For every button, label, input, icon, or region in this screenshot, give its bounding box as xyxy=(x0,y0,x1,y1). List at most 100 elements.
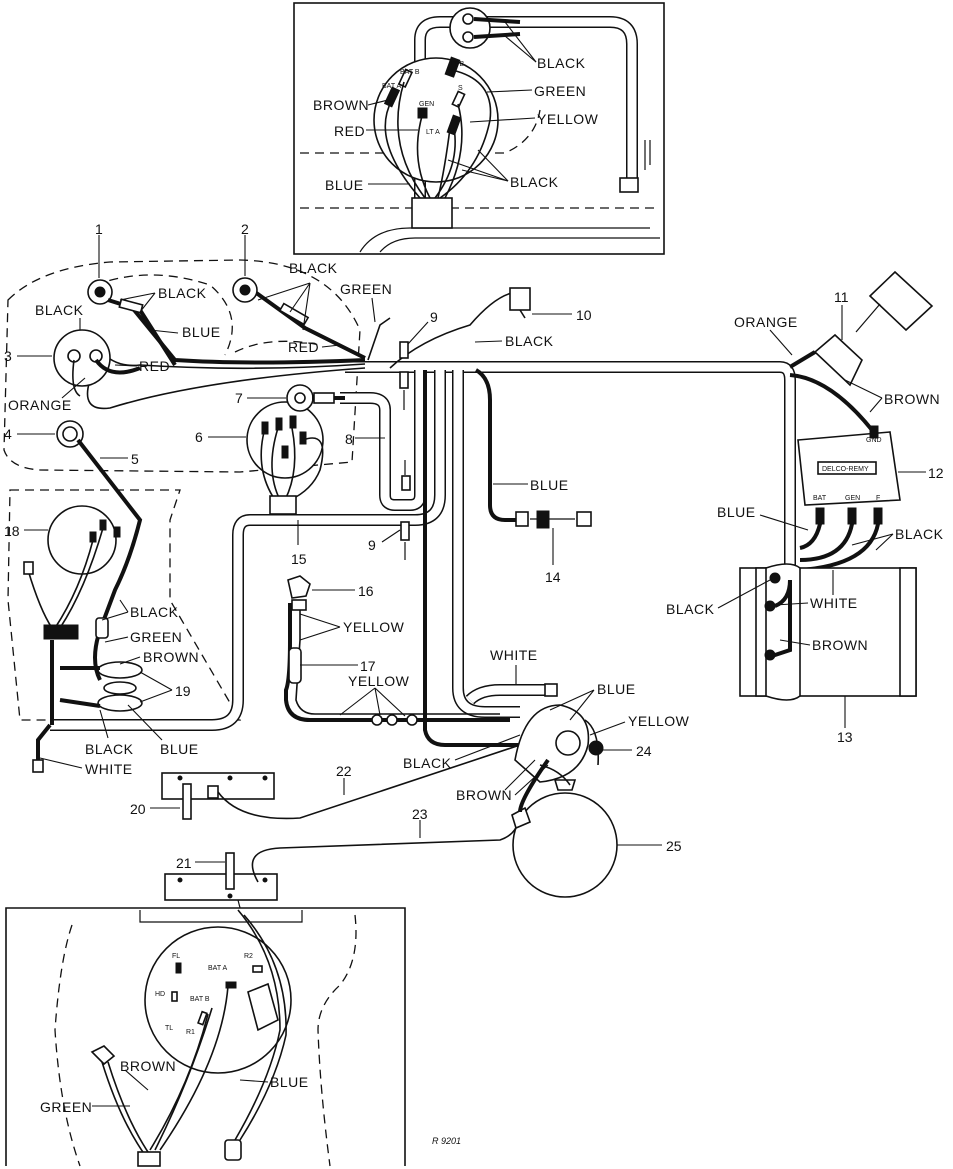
callout-22: 22 xyxy=(336,763,352,779)
terminal-gen: GEN xyxy=(419,101,434,108)
terminal-bata-bottom: BAT A xyxy=(208,965,228,972)
label-c18-blue-low: BLUE xyxy=(160,741,199,757)
callout-3: 3 xyxy=(4,348,12,364)
component-21-strip xyxy=(164,821,519,946)
component-24-relay xyxy=(514,704,604,783)
label-c24-blue: BLUE xyxy=(597,681,636,697)
terminal-batb: BAT B xyxy=(400,69,420,76)
callout-21: 21 xyxy=(176,855,192,871)
terminal-s: S xyxy=(458,85,463,92)
label-c11-orange: ORANGE xyxy=(734,314,798,330)
terminal-tl: TL xyxy=(165,1025,173,1032)
callout-9-upper: 9 xyxy=(430,309,438,325)
component-4-button xyxy=(56,420,143,681)
label-c24-black: BLACK xyxy=(403,755,452,771)
label-c2-green: GREEN xyxy=(340,281,392,297)
label-c12-blue: BLUE xyxy=(717,504,756,520)
label-bottom-blue: BLUE xyxy=(270,1074,309,1090)
regulator-gen: GEN xyxy=(845,495,860,502)
callout-1: 1 xyxy=(95,221,103,237)
label-c24-yellow: YELLOW xyxy=(628,713,690,729)
component-3-gauge xyxy=(53,329,141,397)
component-6-switch xyxy=(246,401,324,515)
label-c17-yellow: YELLOW xyxy=(348,673,410,689)
regulator-f: F xyxy=(876,495,880,502)
callout-6: 6 xyxy=(195,429,203,445)
reference-id: R 9201 xyxy=(432,1136,461,1146)
component-7-lamp xyxy=(286,384,345,412)
component-12-regulator: DELCO-REMY GND BAT GEN F xyxy=(789,373,901,572)
label-c18-black: BLACK xyxy=(130,604,179,620)
callout-2: 2 xyxy=(241,221,249,237)
label-bottom-green: GREEN xyxy=(40,1099,92,1115)
callout-19: 19 xyxy=(175,683,191,699)
component-2-lamp xyxy=(232,277,310,326)
label-c16-yellow: YELLOW xyxy=(343,619,405,635)
component-13-generator xyxy=(739,563,917,701)
callout-10: 10 xyxy=(576,307,592,323)
bottom-inset: FL BAT A R2 HD BAT B TL R1 BROWN BLUE GR xyxy=(5,907,406,1167)
label-red: RED xyxy=(334,123,365,139)
stud-terminal-top xyxy=(449,7,521,49)
callout-15: 15 xyxy=(291,551,307,567)
terminal-bata: BAT A xyxy=(382,83,402,90)
component-1-lamp xyxy=(87,279,177,367)
ignition-switch-bottom: FL BAT A R2 HD BAT B TL R1 xyxy=(144,926,292,1074)
callout-23: 23 xyxy=(412,806,428,822)
component-11-sender xyxy=(788,270,934,387)
label-c18-black-low: BLACK xyxy=(85,741,134,757)
label-c24-white: WHITE xyxy=(490,647,538,663)
label-black: BLACK xyxy=(537,55,586,71)
label-c13-white: WHITE xyxy=(810,595,858,611)
callout-18: 18 xyxy=(4,523,20,539)
component-25-battery xyxy=(511,758,618,898)
callout-17: 17 xyxy=(360,658,376,674)
label-c18-green: GREEN xyxy=(130,629,182,645)
callout-4: 4 xyxy=(4,426,12,442)
component-20-strip xyxy=(161,744,521,820)
label-black-2: BLACK xyxy=(510,174,559,190)
callout-24: 24 xyxy=(636,743,652,759)
regulator-brand: DELCO-REMY xyxy=(822,466,869,473)
label-c24-brown: BROWN xyxy=(456,787,512,803)
label-c3-orange: ORANGE xyxy=(8,397,72,413)
connector-9-upper xyxy=(399,341,409,410)
label-c13-brown: BROWN xyxy=(812,637,868,653)
terminal-ltb: LT B xyxy=(450,61,464,68)
label-brown: BROWN xyxy=(313,97,369,113)
terminal-lta: LT A xyxy=(426,129,440,136)
label-c1-black: BLACK xyxy=(158,285,207,301)
label-c1-blue: BLUE xyxy=(182,324,221,340)
callout-5: 5 xyxy=(131,451,139,467)
callout-14: 14 xyxy=(545,569,561,585)
label-c18-brown: BROWN xyxy=(143,649,199,665)
callout-11: 11 xyxy=(834,289,849,305)
label-green: GREEN xyxy=(534,83,586,99)
callout-13: 13 xyxy=(837,729,853,745)
callout-7: 7 xyxy=(235,390,243,406)
terminal-r2: R2 xyxy=(244,953,253,960)
terminal-hd: HD xyxy=(155,991,165,998)
callout-12: 12 xyxy=(928,465,944,481)
label-yellow: YELLOW xyxy=(537,111,599,127)
label-c3-black: BLACK xyxy=(35,302,84,318)
regulator-bat: BAT xyxy=(813,495,827,502)
terminal-fl: FL xyxy=(172,953,180,960)
ignition-switch-top: LT B BAT B BAT A GEN S LT A xyxy=(373,56,499,199)
label-c2-black: BLACK xyxy=(289,260,338,276)
label-c11-brown: BROWN xyxy=(884,391,940,407)
main-harness: DELCO-REMY GND BAT GEN F xyxy=(3,221,944,946)
label-c1-red: RED xyxy=(139,358,170,374)
label-c12-black: BLACK xyxy=(895,526,944,542)
label-c14-blue: BLUE xyxy=(530,477,569,493)
label-c2-red: RED xyxy=(288,339,319,355)
component-18-gauge xyxy=(23,505,121,773)
callout-25: 25 xyxy=(666,838,682,854)
label-c10-black: BLACK xyxy=(505,333,554,349)
label-blue: BLUE xyxy=(325,177,364,193)
terminal-batb-bottom: BAT B xyxy=(190,996,210,1003)
component-19-lamps xyxy=(59,617,143,712)
connector-9-lower xyxy=(400,521,410,560)
label-bottom-brown: BROWN xyxy=(120,1058,176,1074)
